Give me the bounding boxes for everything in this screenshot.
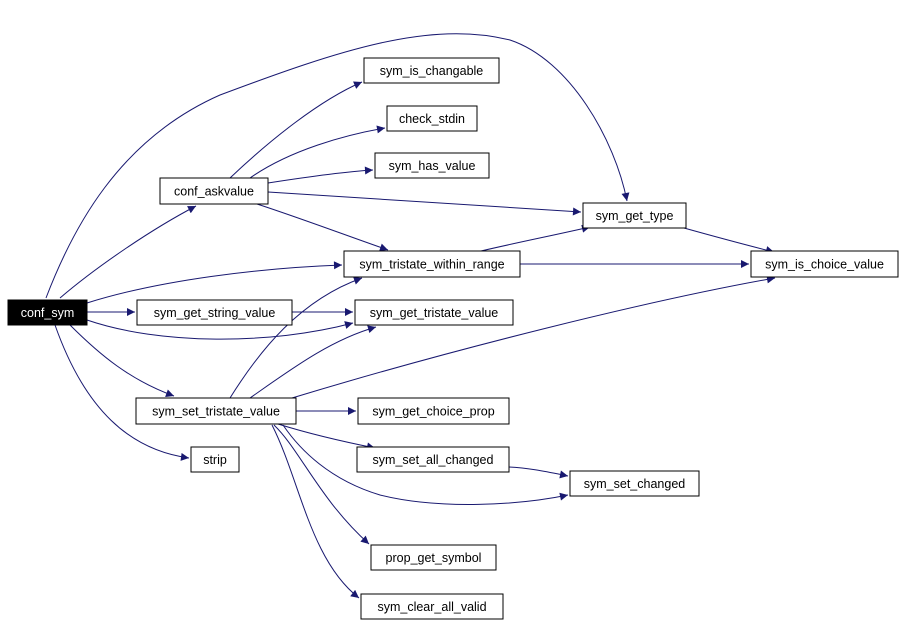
- edges-layer: [45, 33, 776, 599]
- node-label: sym_tristate_within_range: [359, 258, 504, 272]
- node-sym-set-tristate-value[interactable]: sym_set_tristate_value: [135, 397, 297, 425]
- node-box: [135, 397, 297, 425]
- edge-conf-askvalue-to-check-stdin: [249, 125, 386, 179]
- node-sym-tristate-within-range[interactable]: sym_tristate_within_range: [343, 250, 521, 278]
- node-label: prop_get_symbol: [386, 551, 482, 565]
- node-label: conf_askvalue: [174, 185, 254, 199]
- node-label: sym_get_string_value: [154, 306, 276, 320]
- node-box: [357, 397, 510, 425]
- edge-sym-get-type-to-sym-is-choice-value: [683, 227, 775, 254]
- node-label: sym_get_tristate_value: [370, 306, 499, 320]
- edge-sym-tristate-within-range-to-sym-get-type: [480, 224, 591, 252]
- node-label: sym_has_value: [389, 159, 476, 173]
- node-box: [136, 299, 293, 326]
- edge-conf-sym-to-strip: [54, 324, 190, 461]
- node-conf-sym[interactable]: conf_sym: [7, 299, 88, 326]
- node-prop-get-symbol[interactable]: prop_get_symbol: [370, 544, 497, 571]
- node-box: [159, 177, 269, 205]
- edge-conf-askvalue-to-sym-tristate-within-range: [256, 203, 389, 252]
- node-sym-set-all-changed[interactable]: sym_set_all_changed: [356, 446, 510, 473]
- node-label: strip: [203, 453, 227, 467]
- nodes-layer: conf_sym conf_askvalue sym_is_changableche…: [7, 57, 899, 620]
- edge-conf-askvalue-to-sym-get-type: [267, 191, 582, 216]
- node-sym-clear-all-valid[interactable]: sym_clear_all_valid: [360, 593, 504, 620]
- node-box: [360, 593, 504, 620]
- node-label: sym_set_changed: [584, 477, 686, 491]
- node-sym-get-choice-prop[interactable]: sym_get_choice_prop: [357, 397, 510, 425]
- edge-sym-set-tristate-value-to-sym-clear-all-valid: [271, 424, 360, 599]
- node-sym-get-string-value[interactable]: sym_get_string_value: [136, 299, 293, 326]
- edge-conf-sym-to-conf-askvalue: [59, 205, 197, 299]
- edge-sym-set-tristate-value-to-sym-set-all-changed: [277, 423, 376, 451]
- edge-sym-set-tristate-value-to-sym-is-choice-value: [291, 275, 776, 399]
- node-check-stdin[interactable]: check_stdin: [386, 105, 478, 132]
- node-label: sym_set_tristate_value: [152, 405, 280, 419]
- node-conf-askvalue[interactable]: conf_askvalue: [159, 177, 269, 205]
- node-label: sym_get_type: [596, 209, 674, 223]
- node-strip[interactable]: strip: [190, 446, 240, 473]
- node-sym-set-changed[interactable]: sym_set_changed: [569, 470, 700, 497]
- node-box: [569, 470, 700, 497]
- edge-sym-set-tristate-value-to-sym-set-changed: [282, 424, 569, 505]
- node-sym-get-tristate-value[interactable]: sym_get_tristate_value: [354, 299, 514, 326]
- edge-conf-sym-to-sym-get-type: [45, 33, 630, 299]
- node-label: sym_is_choice_value: [765, 258, 884, 272]
- node-box: [582, 202, 687, 229]
- node-label: check_stdin: [399, 112, 465, 126]
- node-label: conf_sym: [21, 306, 75, 320]
- node-sym-is-changable[interactable]: sym_is_changable: [363, 57, 500, 84]
- node-sym-is-choice-value[interactable]: sym_is_choice_value: [750, 250, 899, 278]
- edge-sym-set-tristate-value-to-sym-tristate-within-range: [229, 276, 363, 399]
- edge-sym-set-tristate-value-to-sym-get-tristate-value: [249, 325, 377, 399]
- node-label: sym_clear_all_valid: [377, 600, 486, 614]
- node-box: [354, 299, 514, 326]
- node-box: [363, 57, 500, 84]
- node-box: [750, 250, 899, 278]
- edge-conf-askvalue-to-sym-has-value: [267, 166, 374, 184]
- node-box: [374, 152, 490, 179]
- node-box: [370, 544, 497, 571]
- edge-sym-set-all-changed-to-sym-set-changed: [508, 466, 569, 479]
- node-label: sym_get_choice_prop: [372, 405, 494, 419]
- edge-sym-set-tristate-value-to-prop-get-symbol: [273, 424, 370, 545]
- edge-conf-askvalue-to-sym-is-changable: [229, 81, 363, 179]
- node-sym-has-value[interactable]: sym_has_value: [374, 152, 490, 179]
- edge-conf-sym-to-sym-get-tristate-value: [86, 319, 354, 340]
- node-sym-get-type[interactable]: sym_get_type: [582, 202, 687, 229]
- node-box: [343, 250, 521, 278]
- node-box: [190, 446, 240, 473]
- node-label: sym_set_all_changed: [373, 453, 494, 467]
- node-box: [7, 299, 88, 326]
- node-box: [356, 446, 510, 473]
- node-label: sym_is_changable: [380, 64, 484, 78]
- edge-conf-sym-to-sym-set-tristate-value: [69, 324, 175, 398]
- node-box: [386, 105, 478, 132]
- edge-conf-sym-to-sym-tristate-within-range: [86, 261, 343, 304]
